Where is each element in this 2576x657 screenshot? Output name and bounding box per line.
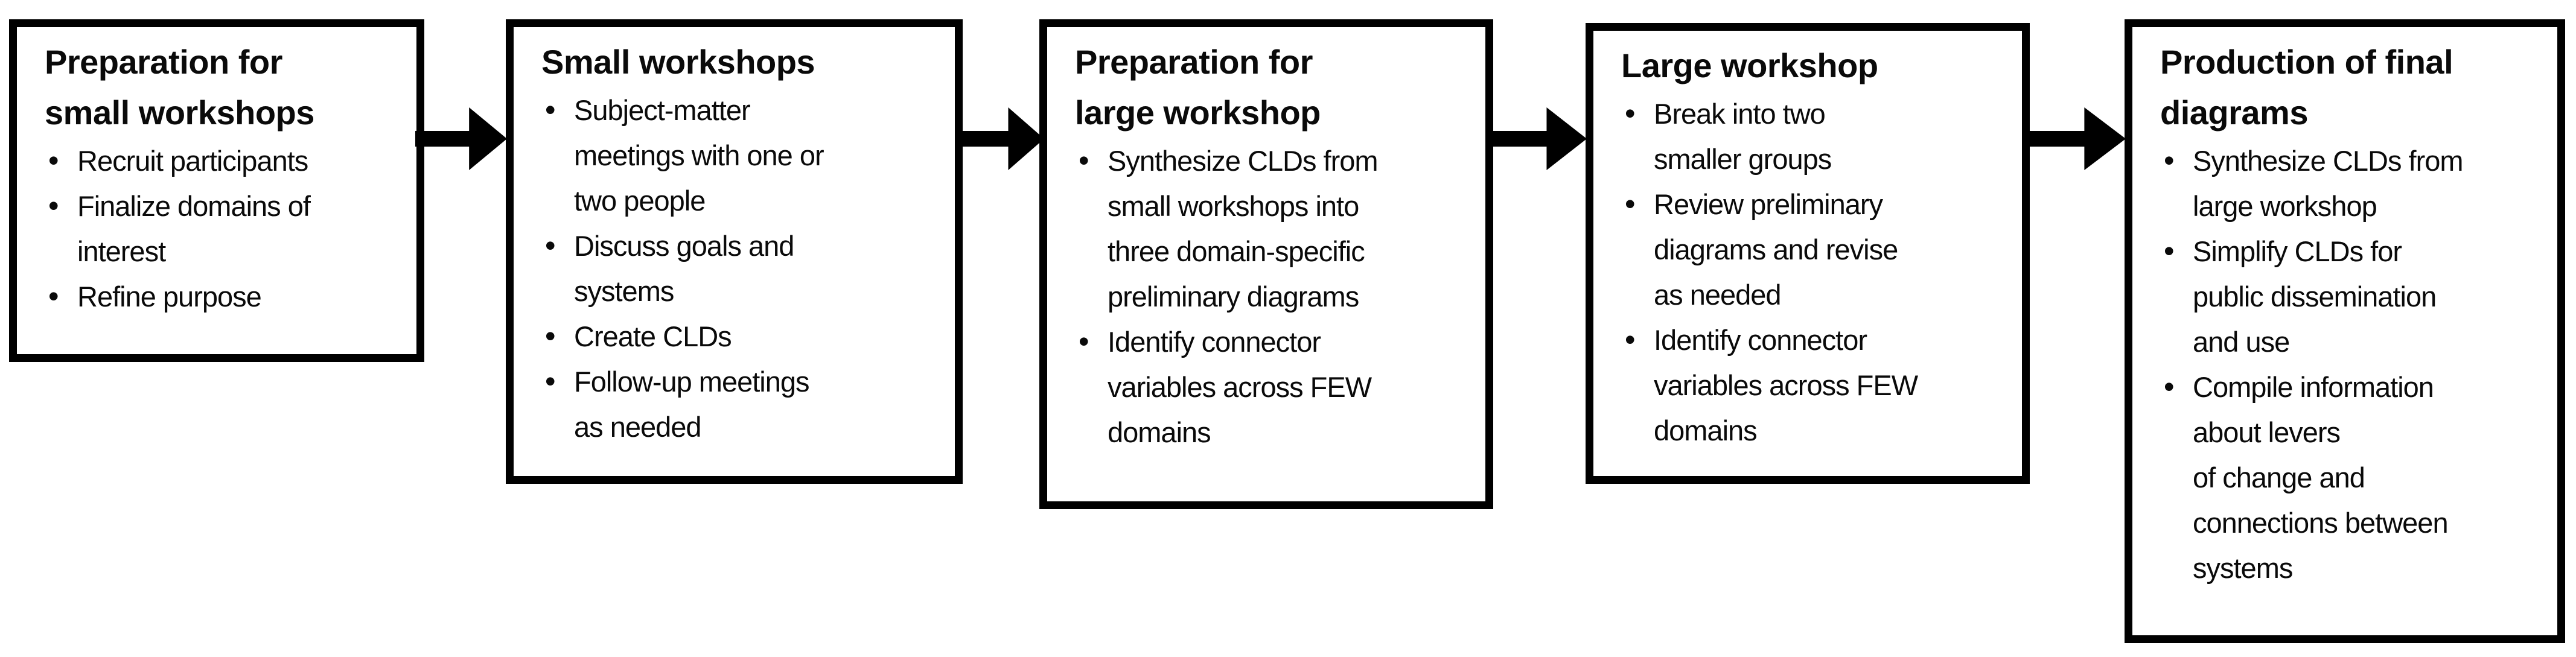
list-item: • Create CLDs — [514, 314, 945, 359]
bullet-text: Subject-matter meetings with one or two … — [574, 94, 824, 217]
bullet-icon: • — [1079, 325, 1089, 358]
bullet-icon: • — [2164, 144, 2175, 177]
bullet-text: Create CLDs — [574, 320, 732, 352]
bullet-list: • Synthesize CLDs from small workshops i… — [1047, 138, 1476, 455]
bullet-text: Identify connector variables across FEW … — [1108, 326, 1372, 448]
bullet-icon: • — [48, 189, 59, 223]
list-item: • Synthesize CLDs from small workshops i… — [1047, 138, 1476, 319]
bullet-text: Refine purpose — [77, 281, 262, 313]
bullet-icon: • — [2164, 234, 2175, 268]
list-item: • Finalize domains of interest — [17, 183, 407, 274]
flow-arrow-right-icon — [1490, 107, 1587, 170]
bullet-list: • Subject-matter meetings with one or tw… — [514, 87, 945, 449]
bullet-icon: • — [545, 93, 556, 127]
bullet-text: Identify connector variables across FEW … — [1654, 324, 1918, 446]
bullet-icon: • — [545, 364, 556, 398]
bullet-icon: • — [545, 229, 556, 262]
bullet-icon: • — [48, 144, 59, 177]
list-item: • Refine purpose — [17, 274, 407, 319]
list-item: • Identify connector variables across FE… — [1047, 319, 1476, 455]
bullet-icon: • — [545, 319, 556, 353]
bullet-list: • Synthesize CLDs from large workshop • … — [2132, 138, 2548, 591]
flow-arrow-right-icon — [415, 107, 507, 170]
bullet-icon: • — [1079, 144, 1089, 177]
bullet-text: Synthesize CLDs from large workshop — [2193, 145, 2464, 222]
flow-arrow-right-icon — [2026, 107, 2126, 170]
bullet-text: Finalize domains of interest — [77, 190, 311, 267]
process-box-preparation-large-workshop: Preparation for large workshop • Synthes… — [1039, 19, 1493, 509]
process-box-preparation-small-workshops: Preparation for small workshops • Recrui… — [9, 19, 424, 362]
box-title: Small workshops — [541, 43, 815, 81]
list-item: • Discuss goals and systems — [514, 223, 945, 314]
list-item: • Identify connector variables across FE… — [1593, 317, 2012, 453]
bullet-text: Break into two smaller groups — [1654, 98, 1832, 175]
bullet-icon: • — [2164, 370, 2175, 404]
bullet-text: Follow-up meetings as needed — [574, 366, 810, 443]
bullet-text: Recruit participants — [77, 145, 308, 177]
process-box-production-final-diagrams: Production of final diagrams • Synthesiz… — [2125, 19, 2565, 643]
bullet-icon: • — [48, 279, 59, 313]
process-box-large-workshop: Large workshop • Break into two smaller … — [1586, 23, 2030, 484]
bullet-icon: • — [1625, 187, 1636, 221]
bullet-text: Synthesize CLDs from small workshops int… — [1108, 145, 1379, 313]
bullet-text: Review preliminary diagrams and revise a… — [1654, 188, 1898, 311]
bullet-text: Simplify CLDs for public dissemination a… — [2193, 235, 2437, 358]
bullet-text: Compile information about levers of chan… — [2193, 371, 2449, 584]
list-item: • Review preliminary diagrams and revise… — [1593, 182, 2012, 317]
flow-arrow-right-icon — [957, 107, 1044, 170]
list-item: • Synthesize CLDs from large workshop — [2132, 138, 2548, 229]
list-item: • Break into two smaller groups — [1593, 91, 2012, 182]
list-item: • Simplify CLDs for public dissemination… — [2132, 229, 2548, 364]
bullet-icon: • — [1625, 323, 1636, 357]
box-title: Preparation for small workshops — [45, 43, 314, 132]
list-item: • Compile information about levers of ch… — [2132, 364, 2548, 591]
bullet-text: Discuss goals and systems — [574, 230, 794, 307]
process-box-small-workshops: Small workshops • Subject-matter meeting… — [506, 19, 963, 484]
list-item: • Subject-matter meetings with one or tw… — [514, 87, 945, 223]
list-item: • Recruit participants — [17, 138, 407, 183]
box-title: Large workshop — [1621, 46, 1878, 84]
list-item: • Follow-up meetings as needed — [514, 359, 945, 449]
bullet-list: • Break into two smaller groups • Review… — [1593, 91, 2012, 453]
bullet-list: • Recruit participants • Finalize domain… — [17, 138, 407, 319]
box-title: Preparation for large workshop — [1075, 43, 1321, 132]
box-title: Production of final diagrams — [2160, 43, 2453, 132]
bullet-icon: • — [1625, 97, 1636, 130]
